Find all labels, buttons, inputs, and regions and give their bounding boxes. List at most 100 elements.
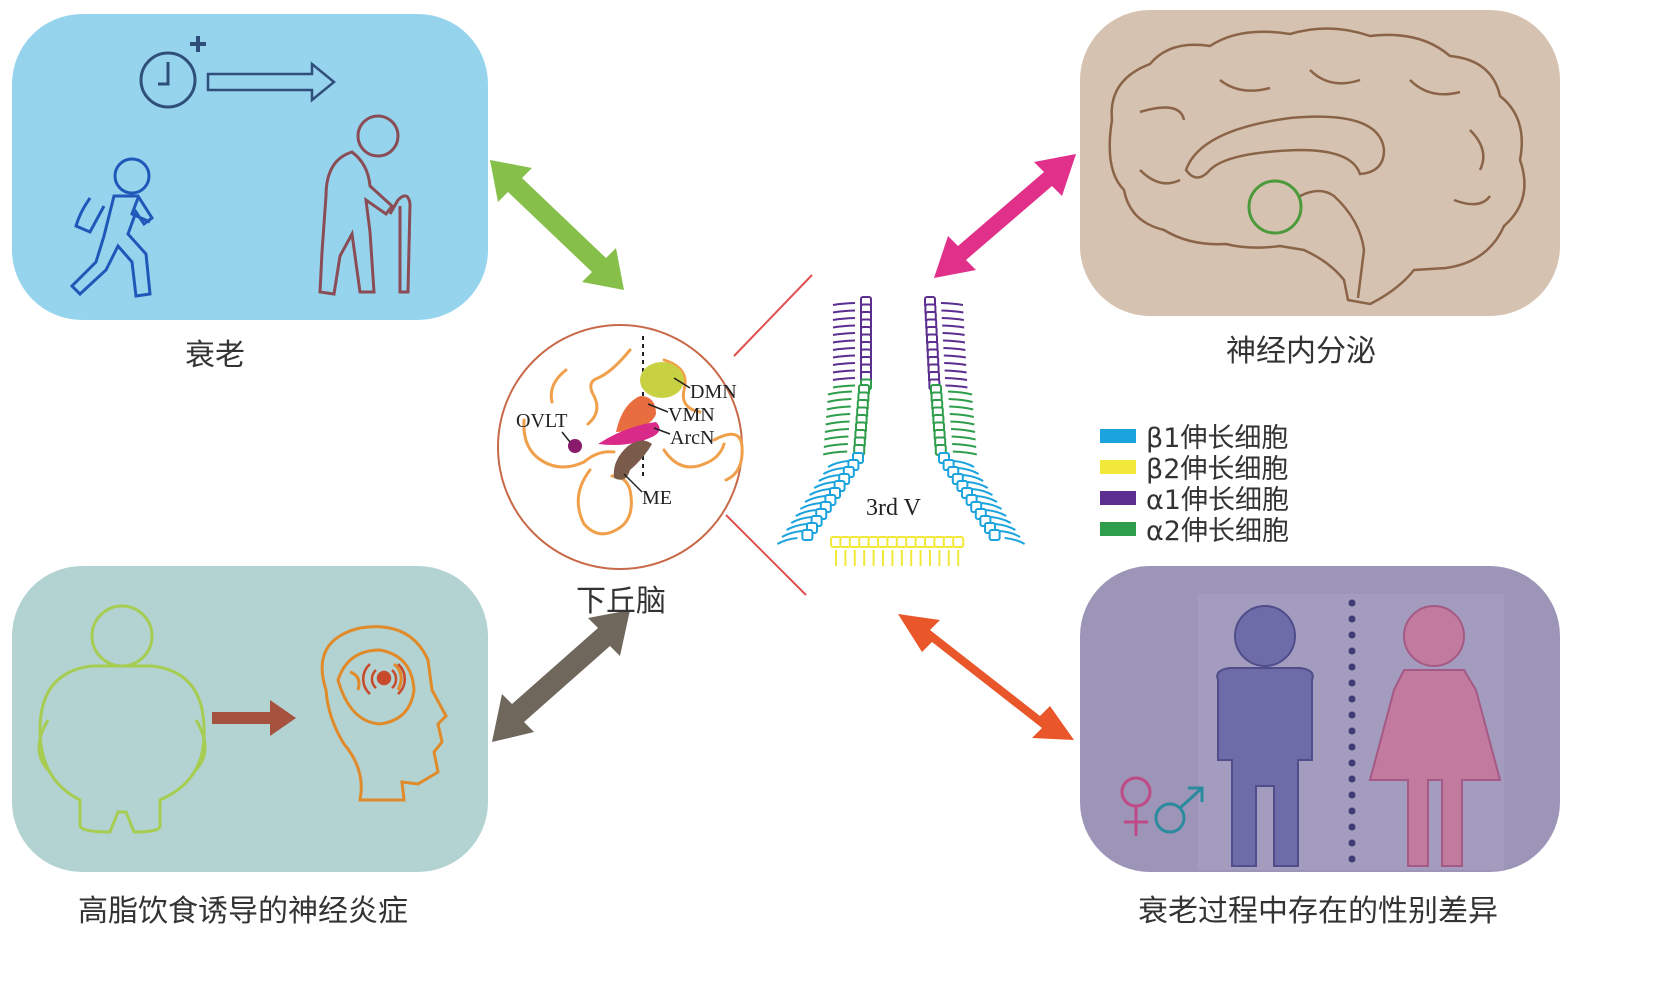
tanycyte-process: [786, 523, 807, 531]
ovlt-label: OVLT: [516, 410, 567, 432]
tanycyte-process: [990, 516, 1012, 524]
tanycyte-process: [832, 377, 856, 381]
tanycyte-process: [827, 460, 849, 468]
tanycyte-process: [832, 362, 856, 366]
tanycyte-process: [827, 390, 853, 396]
inflamed-brain-head-icon: [320, 625, 448, 802]
neuroendocrine-caption: 神经内分泌: [1226, 334, 1376, 369]
tanycyte-process: [824, 435, 849, 441]
dmn-region: [640, 362, 684, 398]
tanycyte-process: [958, 467, 980, 475]
tanycyte-process: [995, 523, 1016, 531]
tanycyte-process: [950, 428, 976, 433]
tanycyte-process: [949, 413, 975, 418]
tanycyte-process: [824, 428, 850, 433]
legend-swatch-alpha2: [1100, 521, 1136, 536]
legend-swatch-alpha1: [1100, 490, 1136, 505]
tanycyte-process: [944, 377, 968, 381]
tanycyte-process: [813, 481, 835, 489]
tanycyte-process: [967, 481, 989, 489]
divider-dots: [1348, 599, 1356, 863]
hypothalamus-outline: [522, 348, 744, 536]
tanycyte-process: [963, 474, 984, 482]
tanycyte-process: [944, 362, 967, 366]
zoom-line-bottom: [725, 514, 807, 596]
me-region: [613, 440, 652, 480]
legend-label: α2伸长细胞: [1146, 516, 1289, 547]
tanycyte-process: [953, 460, 975, 468]
aging-double-arrow: [490, 160, 624, 290]
male-figure-icon: [1216, 605, 1314, 867]
tanycyte-process: [942, 332, 965, 336]
arcn-region: [598, 422, 660, 445]
red-arrow-icon: [212, 700, 296, 736]
third-ventricle-label: 3rd V: [866, 495, 922, 521]
tanycyte-process: [947, 390, 973, 396]
female-figure-icon: [1368, 605, 1502, 867]
tanycyte-process: [781, 530, 803, 538]
inflammation-signal-icon: [361, 663, 407, 695]
tanycyte-process: [1004, 537, 1026, 545]
clock-icon: [139, 36, 206, 109]
ovlt-region: [568, 439, 582, 453]
legend-item: α2伸长细胞: [1100, 513, 1289, 547]
neuroendocrine-double-arrow: [934, 154, 1076, 278]
neuroendocrine-panel: [1080, 10, 1560, 316]
tanycyte-process: [832, 384, 856, 389]
tanycyte-process: [826, 405, 851, 411]
aging-caption: 衰老: [185, 338, 245, 373]
tanycyte-process: [832, 324, 856, 329]
vmn-region: [616, 396, 656, 432]
dmn-label: DMN: [690, 381, 737, 403]
arcn-label: ArcN: [670, 427, 714, 449]
tanycyte-process: [799, 502, 821, 510]
tanycyte-process: [948, 398, 973, 403]
brain-sagittal-icon: [1108, 27, 1526, 306]
tanycyte-process: [832, 347, 856, 351]
tanycyte-process: [976, 495, 998, 503]
tanycyte-process: [952, 450, 978, 456]
legend-label: β1伸长细胞: [1146, 423, 1289, 454]
tanycyte-process: [941, 317, 964, 321]
tanycyte-process: [944, 369, 967, 374]
tanycyte-process: [945, 384, 968, 389]
tanycyte-process: [943, 347, 966, 351]
right-arrow-icon: [206, 61, 336, 103]
tanycyte-process: [832, 369, 856, 374]
tanycyte-process: [832, 309, 856, 314]
tanycyte-cell: [801, 529, 814, 541]
tanycyte-process: [952, 443, 977, 448]
tanycyte-process: [950, 420, 975, 426]
tanycyte-process: [825, 420, 850, 426]
sex-diff-caption: 衰老过程中存在的性别差异: [1138, 894, 1498, 929]
male-symbol-icon: [1154, 786, 1204, 834]
tanycyte-lining: [776, 296, 1026, 567]
hypothalamus-highlight-circle: [1247, 179, 1303, 235]
hfd-caption: 高脂饮食诱导的神经炎症: [78, 894, 408, 929]
legend-label: β2伸长细胞: [1146, 454, 1289, 485]
tanycyte-process: [942, 339, 966, 344]
sex-double-arrow: [898, 614, 1074, 740]
tanycyte-process: [832, 339, 856, 344]
hfd-double-arrow: [492, 610, 630, 742]
tanycyte-process: [809, 488, 830, 496]
tanycyte-process: [827, 398, 852, 403]
legend-item: α1伸长细胞: [1100, 482, 1289, 516]
zoom-line-top: [733, 274, 813, 357]
tanycyte-process: [951, 435, 976, 441]
tanycyte-process: [790, 516, 812, 524]
tanycyte-process: [776, 537, 798, 545]
tanycyte-process: [795, 509, 816, 517]
tanycyte-process: [972, 488, 993, 496]
tanycyte-process: [822, 450, 848, 456]
vmn-label: VMN: [668, 404, 715, 426]
tanycyte-cell: [988, 529, 1001, 541]
tanycyte-process: [832, 302, 856, 306]
tanycyte-process: [823, 443, 848, 448]
tanycyte-process: [822, 467, 844, 475]
tanycyte-process: [943, 354, 966, 359]
elderly-person-icon: [318, 114, 412, 296]
legend-swatch-beta1: [1100, 428, 1136, 443]
legend-swatch-beta2: [1100, 459, 1136, 474]
